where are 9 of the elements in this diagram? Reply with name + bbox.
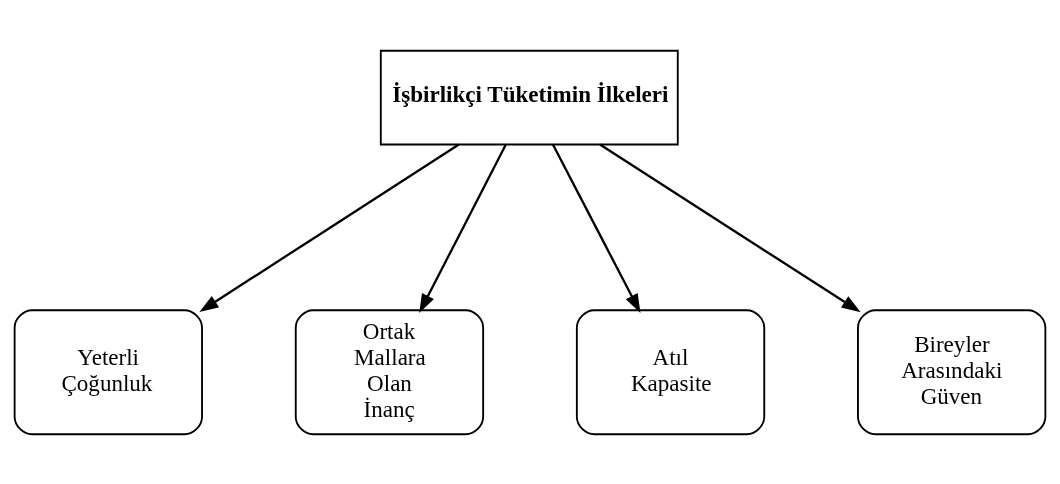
arrow [199, 143, 460, 312]
node-box: İşbirlikçi Tüketimin İlkeleri [379, 49, 679, 145]
node-box: Yeterli Çoğunluk [13, 308, 203, 435]
node-box: Atıl Kapasite [575, 308, 766, 435]
arrow [551, 143, 641, 313]
arrow [419, 143, 507, 313]
node-box: Ortak Mallara Olan İnanç [294, 308, 485, 435]
node-box: Bireyler Arasındaki Güven [857, 308, 1047, 435]
arrow [599, 143, 861, 312]
